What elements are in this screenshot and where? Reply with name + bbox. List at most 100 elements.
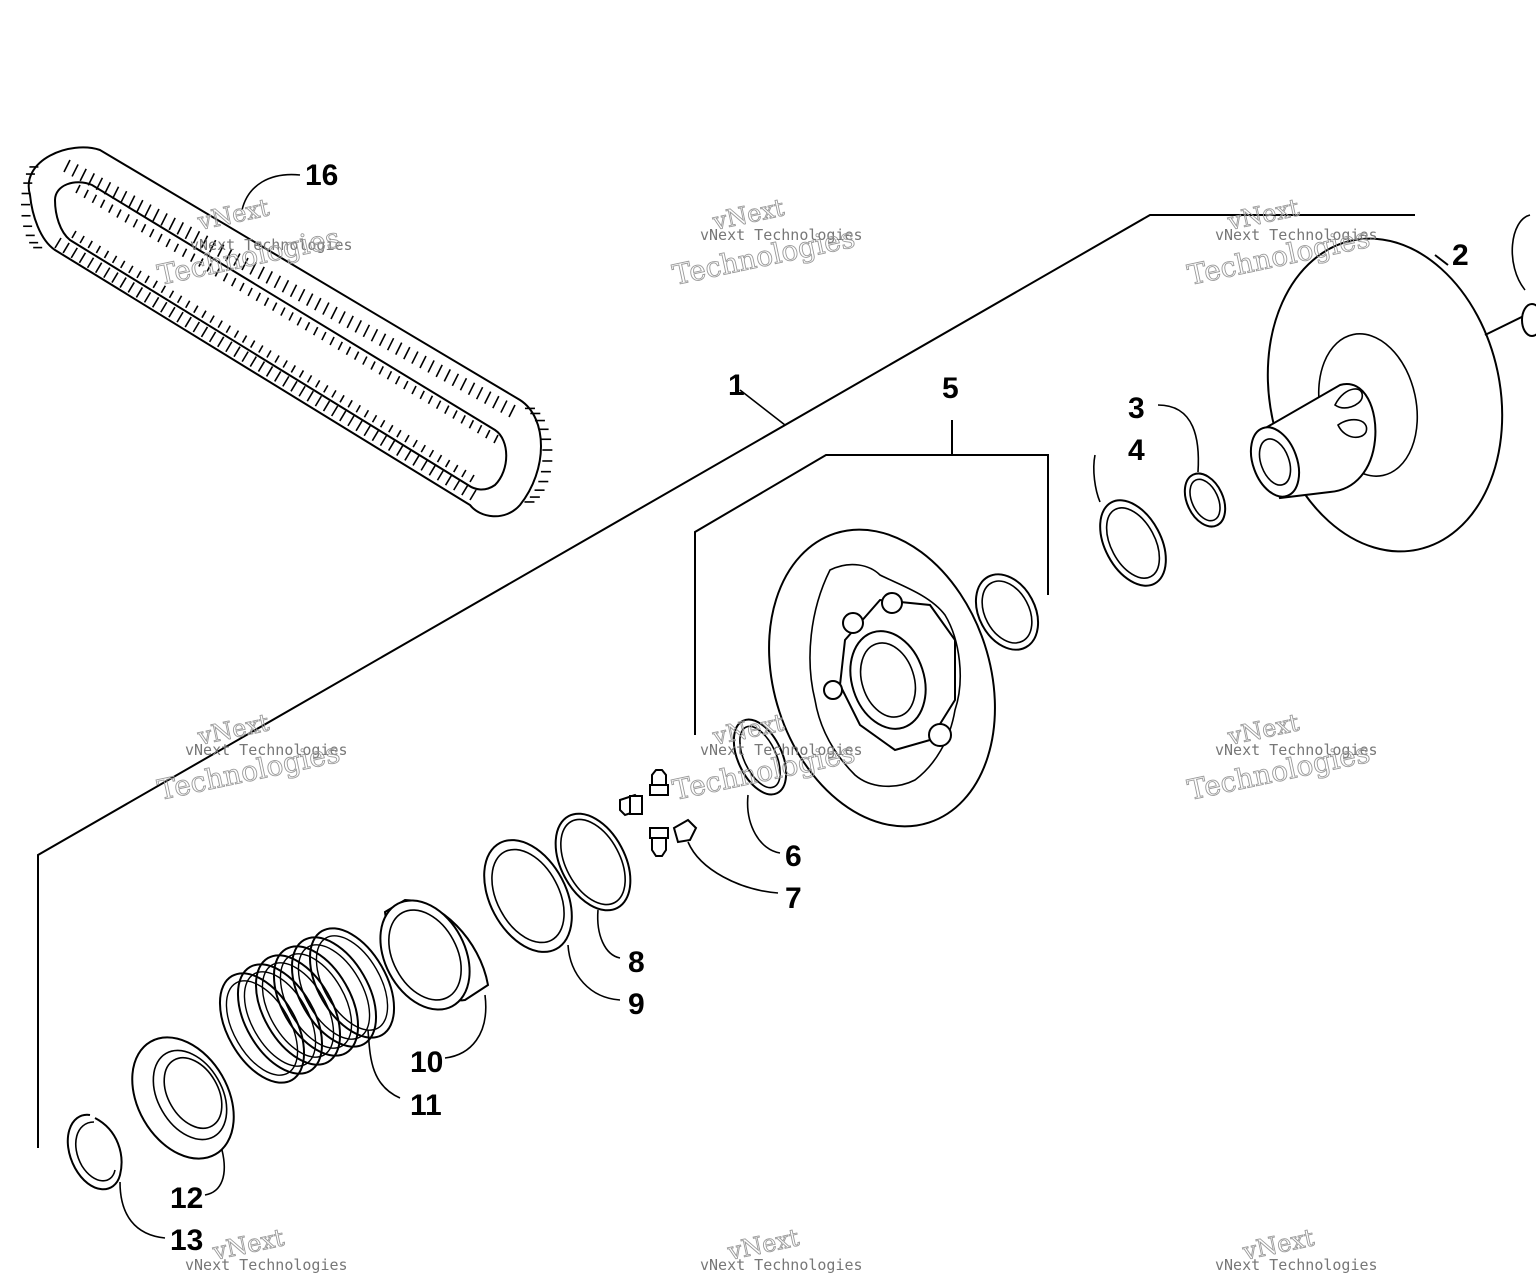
belt-tooth	[404, 434, 410, 443]
belt-tooth	[209, 315, 215, 324]
belt-tooth	[200, 326, 209, 338]
belt-tooth	[347, 415, 355, 427]
belt-tooth	[181, 248, 188, 258]
belt-tooth	[304, 321, 311, 331]
belt-tooth	[298, 370, 305, 378]
belt-tooth	[282, 360, 288, 368]
belt-tooth	[330, 306, 338, 320]
belt-tooth	[86, 257, 95, 269]
drive-belt-part-16	[21, 146, 553, 518]
belt-tooth	[168, 290, 175, 299]
belt-tooth	[321, 331, 327, 341]
belt-tooth	[354, 320, 362, 333]
belt-tooth	[136, 270, 142, 279]
belt-tooth	[388, 424, 394, 433]
belt-tooth	[475, 386, 484, 400]
belt-tooth	[71, 164, 79, 177]
belt-tooth	[120, 260, 126, 269]
belt-tooth	[176, 295, 183, 304]
belt-tooth	[274, 355, 280, 363]
belt-tooth	[427, 360, 435, 373]
belt-tooth	[108, 204, 114, 213]
watermark: vNext vNext Technologies	[1215, 1223, 1378, 1274]
belt-tooth	[173, 243, 180, 253]
spring-coil-inner	[243, 971, 317, 1067]
belt-tooth	[111, 186, 120, 200]
belt-tooth	[63, 159, 71, 173]
sheave-part-2	[1249, 214, 1536, 553]
belt-tooth	[79, 235, 85, 244]
belt-tooth	[469, 489, 477, 501]
belt-tooth	[127, 282, 135, 293]
belt-tooth	[345, 346, 352, 356]
snap-ring-part-13	[66, 1113, 166, 1239]
callout-12: 12	[170, 1182, 203, 1215]
belt-tooth	[168, 306, 176, 318]
belt-tooth	[290, 365, 297, 373]
belt-tooth	[420, 459, 428, 471]
seal-ring-part-6	[732, 718, 788, 854]
belt-tooth	[403, 380, 409, 390]
belt-tooth	[435, 364, 443, 378]
belt-tooth	[274, 371, 282, 382]
o-ring-part-8	[554, 812, 632, 959]
belt-tooth	[306, 390, 314, 402]
belt-tooth	[289, 284, 298, 298]
svg-text:vNext Technologies: vNext Technologies	[185, 741, 348, 759]
belt-tooth	[176, 222, 184, 235]
belt-tooth	[404, 450, 412, 461]
belt-tooth	[420, 444, 426, 453]
o-ring-part-3	[1157, 404, 1227, 528]
belt-tooth	[200, 235, 209, 249]
belt-tooth	[233, 346, 241, 358]
belt-tooth	[71, 230, 77, 239]
belt-tooth	[241, 351, 249, 363]
belt-tooth	[263, 297, 270, 307]
washer-part-9	[483, 839, 621, 1001]
belt-tooth	[428, 464, 436, 476]
belt-tooth	[217, 244, 225, 257]
bushing-part-10	[379, 898, 490, 1059]
belt-tooth	[265, 271, 273, 284]
belt-tooth	[206, 263, 212, 272]
belt-tooth	[128, 265, 134, 274]
spider-plate-part-5	[768, 528, 1040, 828]
belt-tooth	[99, 199, 106, 209]
callout-6: 6	[785, 840, 802, 873]
watermark: vNext vNext Technologies	[185, 1223, 348, 1274]
belt-tooth	[322, 302, 330, 315]
belt-tooth	[436, 454, 443, 463]
svg-text:vNext Technologies: vNext Technologies	[700, 741, 863, 759]
belt-tooth	[485, 429, 491, 439]
belt-tooth	[222, 272, 229, 282]
belt-tooth	[355, 404, 361, 413]
belt-tooth	[140, 223, 147, 233]
belt-tooth	[239, 282, 245, 292]
belt-tooth	[75, 184, 81, 194]
belt-tooth	[184, 226, 193, 240]
belt-tooth	[165, 238, 171, 248]
belt-tooth	[132, 218, 139, 228]
belt-tooth	[151, 296, 160, 308]
belt-tooth	[231, 277, 237, 287]
belt-tooth	[124, 214, 130, 223]
belt-tooth	[119, 190, 128, 204]
callout-5: 5	[942, 372, 959, 405]
belt-tooth	[435, 400, 442, 410]
belt-tooth	[91, 194, 98, 204]
watermark: vNext vNext Technologies Technologies	[669, 193, 862, 292]
callout-2: 2	[1452, 239, 1469, 272]
washer-part-4	[1093, 454, 1167, 587]
belt-tooth	[70, 247, 78, 259]
belt-tooth	[379, 419, 386, 428]
belt-tooth	[484, 391, 492, 404]
belt-tooth	[111, 255, 118, 264]
belt-tooth	[273, 275, 282, 289]
belt-tooth	[419, 390, 425, 400]
spring-coil-inner	[225, 980, 299, 1076]
belt-tooth	[152, 208, 160, 222]
belt-tooth	[192, 321, 201, 333]
belt-tooth	[266, 350, 272, 358]
belt-tooth	[468, 419, 475, 429]
belt-tooth	[103, 250, 110, 259]
